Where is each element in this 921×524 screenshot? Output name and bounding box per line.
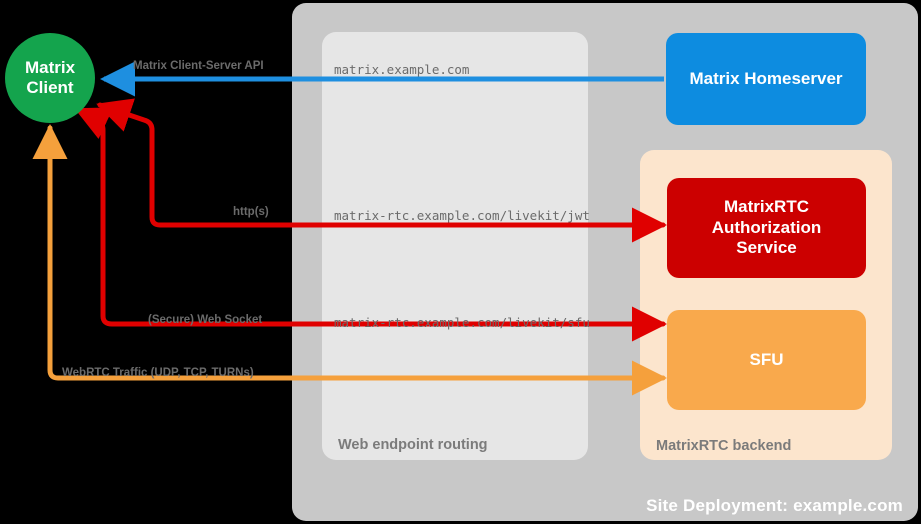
site-deployment-label: Site Deployment: example.com bbox=[646, 496, 903, 515]
authz-label-line2: Authorization bbox=[711, 217, 822, 237]
edge-label-secure-web-socket: (Secure) Web Socket bbox=[148, 314, 263, 326]
edge-label-webrtc-traffic: WebRTC Traffic (UDP, TCP, TURNs) bbox=[62, 367, 254, 379]
node-sfu[interactable]: SFU bbox=[667, 310, 866, 410]
endpoint-matrix-example-com: matrix.example.com bbox=[334, 62, 470, 77]
authz-label-line1: MatrixRTC bbox=[723, 197, 809, 217]
matrix-homeserver-label: Matrix Homeserver bbox=[689, 68, 843, 88]
web-endpoint-routing-label: Web endpoint routing bbox=[338, 437, 488, 453]
edge-label-matrix-client-server-api: Matrix Client-Server API bbox=[133, 60, 264, 72]
matrix-client-label-line1: Matrix bbox=[24, 57, 76, 77]
authz-label-line3: Service bbox=[736, 238, 797, 258]
node-matrixrtc-authorization-service[interactable]: MatrixRTC Authorization Service bbox=[667, 178, 866, 278]
endpoint-livekit-sfu: matrix-rtc.example.com/livekit/sfu bbox=[334, 315, 590, 330]
edge-label-http: http(s) bbox=[233, 206, 269, 218]
endpoint-livekit-jwt: matrix-rtc.example.com/livekit/jwt bbox=[334, 208, 590, 223]
node-matrix-client[interactable]: Matrix Client bbox=[5, 33, 95, 123]
web-endpoint-routing-container bbox=[322, 32, 588, 460]
sfu-label: SFU bbox=[749, 349, 784, 369]
node-matrix-homeserver[interactable]: Matrix Homeserver bbox=[666, 33, 866, 125]
matrixrtc-backend-label: MatrixRTC backend bbox=[656, 438, 792, 454]
matrix-client-label-line2: Client bbox=[26, 78, 74, 97]
